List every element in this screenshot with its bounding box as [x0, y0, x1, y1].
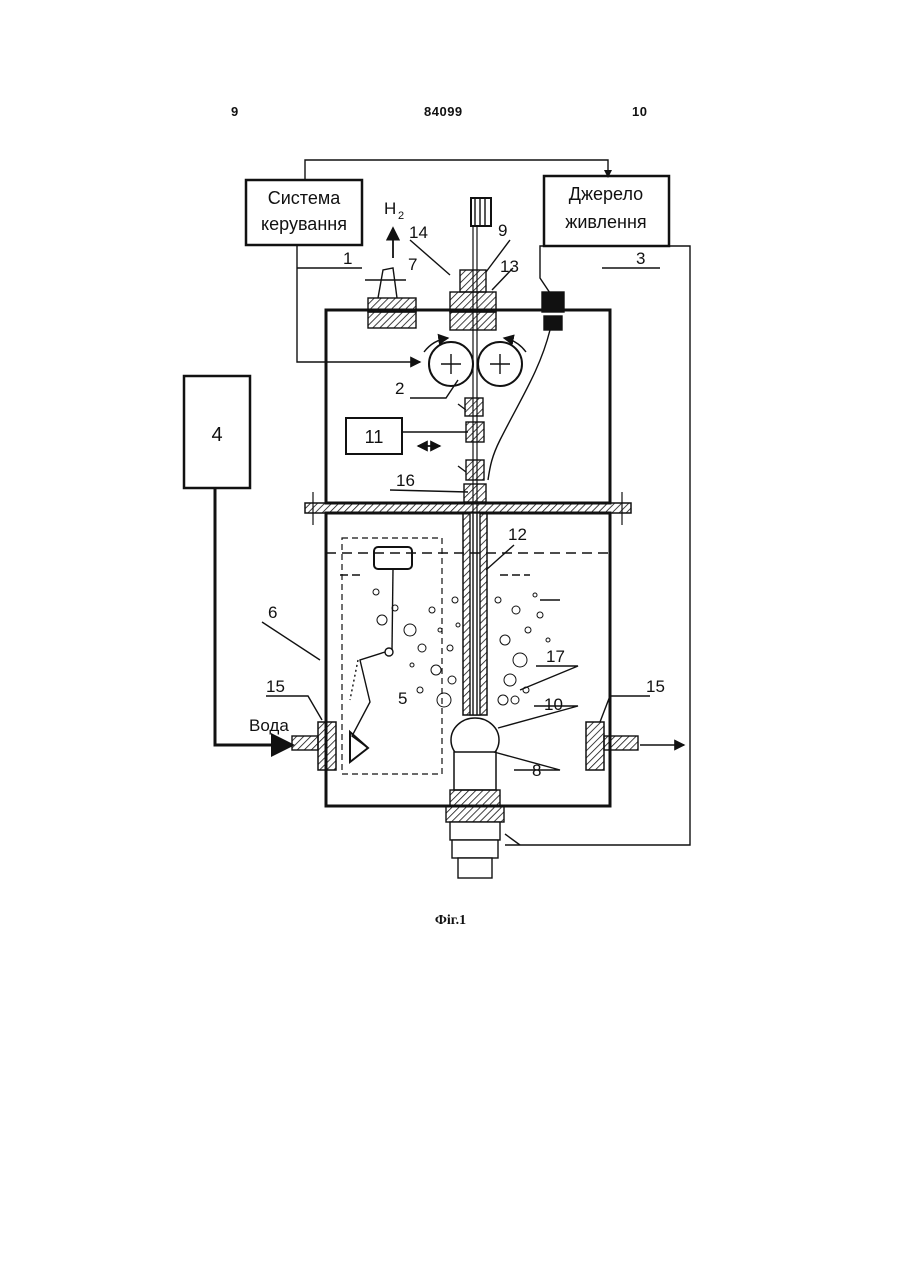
power-source-label-line1: Джерело: [569, 184, 643, 204]
control-system-label-line2: керування: [261, 214, 347, 234]
figure-caption: Фіг.1: [0, 913, 901, 929]
bottom-electrode: [454, 752, 496, 790]
power-line-top: [540, 246, 560, 296]
power-source-label-line2: живлення: [565, 212, 646, 232]
gas-outlet-fitting: [368, 298, 416, 312]
hydrogen-label: H: [384, 199, 396, 218]
control-system-label-line1: Система: [268, 188, 341, 208]
callout-8: 8: [532, 761, 541, 780]
water-outlet-port: [586, 722, 604, 770]
water-inlet-port: [318, 722, 336, 770]
water-feed-line: [215, 488, 292, 745]
callout-13: 13: [500, 257, 519, 276]
wire-spool: [471, 198, 491, 226]
callout-17: 17: [546, 647, 565, 666]
clamp-upper: [465, 398, 483, 416]
callout-3: 3: [636, 249, 645, 268]
callout-6: 6: [268, 603, 277, 622]
callout-14: 14: [409, 223, 428, 242]
callout-1: 1: [343, 249, 352, 268]
float: [374, 547, 412, 569]
clamp-lower: [466, 422, 484, 442]
callout-16: 16: [396, 471, 415, 490]
block-4-label: 4: [211, 424, 222, 446]
contact-block: [466, 460, 484, 480]
block-11-label: 11: [365, 427, 384, 447]
callout-5: 5: [398, 689, 407, 708]
callout-10: 10: [544, 695, 563, 714]
top-terminal: [542, 292, 564, 312]
water-label: Вода: [249, 716, 289, 735]
callout-9: 9: [498, 221, 507, 240]
hydrogen-subscript: 2: [398, 210, 404, 222]
callout-15-left: 15: [266, 677, 285, 696]
callout-15-right: 15: [646, 677, 665, 696]
callout-12: 12: [508, 525, 527, 544]
callout-2: 2: [395, 379, 404, 398]
callout-7: 7: [408, 255, 417, 274]
